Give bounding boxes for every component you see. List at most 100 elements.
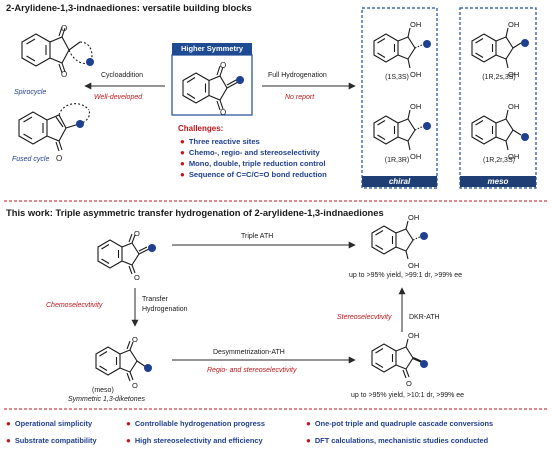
chiral-top-config: (1S,3S)	[385, 74, 409, 81]
triple-ath-result: up to >95% yield, >99:1 dr, >99% ee	[349, 272, 463, 279]
oh-bond	[505, 140, 509, 151]
chemoselectivity-label: Chemoselecvtivity	[46, 302, 103, 309]
carbonyl-bond	[131, 264, 136, 274]
double-bond	[23, 133, 33, 140]
oh-bond	[407, 58, 411, 69]
oh-bond	[505, 58, 509, 69]
triple-ath-label: Triple ATH	[241, 233, 274, 240]
carbonyl-bond	[216, 100, 221, 111]
hydroxyl-label: OH	[410, 20, 421, 29]
meso-bottom-config: (1R,2r,3S)	[483, 157, 515, 164]
double-bond	[26, 55, 36, 62]
exocyclic-bond	[138, 248, 150, 255]
double-bond	[475, 38, 484, 44]
double-bond	[375, 244, 384, 250]
double-bond	[99, 351, 108, 357]
ch2-bond	[136, 360, 147, 368]
meso-label: meso	[460, 176, 536, 187]
five-ring	[49, 36, 70, 64]
chiral-box	[361, 7, 438, 189]
substrate-structure	[97, 233, 150, 275]
hydroxyl-label: OH	[410, 70, 421, 79]
oxygen-label: O	[61, 24, 67, 33]
carbonyl-bond	[58, 140, 63, 151]
five-ring	[495, 118, 514, 142]
diol-structure	[373, 109, 425, 151]
oh-bond	[505, 109, 509, 120]
aryl-dot	[521, 39, 529, 47]
feature-item: Controllable hydrogenation progress	[126, 419, 265, 428]
double-bond	[375, 230, 384, 236]
double-bond	[99, 365, 108, 371]
carbonyl-bond	[128, 265, 133, 275]
hydroxyl-label: OH	[408, 261, 419, 270]
hydroxyketone-structure	[371, 338, 423, 379]
carbonyl-bond	[219, 99, 224, 110]
carbonyl-bond	[126, 340, 131, 350]
oxygen-label: O	[220, 61, 226, 70]
five-ring	[208, 75, 228, 101]
hydroxyl-label: OH	[508, 20, 519, 29]
double-bond	[23, 116, 33, 123]
hydroxyl-label: OH	[508, 152, 519, 161]
hydrogenation-label: Hydrogenation	[142, 306, 188, 313]
five-ring	[121, 242, 140, 266]
aryl-dot	[423, 40, 431, 48]
challenge-item: Three reactive sites	[180, 136, 327, 147]
double-bond	[375, 348, 384, 354]
five-ring	[397, 36, 416, 60]
oh-bond	[405, 338, 409, 348]
exocyclic-bond	[226, 81, 239, 89]
double-bond	[186, 93, 196, 99]
dkr-ath-label: DKR-ATH	[409, 314, 440, 321]
oh-bond	[405, 250, 409, 260]
diol-structure	[471, 109, 522, 151]
oxygen-label: O	[134, 273, 140, 282]
this-work-title: This work: Triple asymmetric transfer hy…	[6, 207, 384, 218]
carbonyl-bond	[129, 341, 134, 351]
dashed-ring	[68, 49, 92, 65]
diol-structure	[471, 27, 522, 69]
meso-tag: (meso)	[92, 387, 114, 394]
carbonyl-bond	[405, 368, 410, 378]
oxygen-label: O	[134, 229, 140, 238]
meso-top-config: (1R,2s,3S)	[482, 74, 516, 81]
carbonyl-bond	[58, 26, 63, 37]
double-bond	[101, 258, 110, 264]
double-bond	[475, 52, 484, 58]
aryl-dot	[420, 360, 428, 368]
higher-symmetry-label: Higher Symmetry	[172, 43, 252, 55]
challenge-item: Sequence of C=C/C=O bond reduction	[180, 169, 327, 180]
carbonyl-bond	[58, 63, 63, 74]
aryl-bond	[512, 129, 522, 136]
oh-bond	[405, 220, 409, 230]
spirocycle-structure	[21, 26, 93, 74]
double-bond	[186, 77, 196, 83]
chiral-label: chiral	[362, 176, 437, 187]
aryl-dot	[521, 133, 529, 141]
challenges-list: Three reactive sites Chemo-, regio- and …	[180, 136, 327, 180]
carbonyl-bond	[216, 65, 221, 76]
aryl-dot	[86, 58, 94, 66]
double-bond	[475, 134, 484, 140]
feature-item: One-pot triple and quadruple cascade con…	[306, 419, 493, 428]
chiral-bottom-config: (1R,3R)	[384, 157, 410, 164]
diol-structure	[373, 27, 425, 69]
oxygen-label: O	[56, 154, 62, 163]
aryl-dot	[148, 244, 156, 252]
header-title: 2-Arylidene-1,3-indnaediones: versatile …	[6, 2, 252, 13]
oh-bond	[407, 140, 411, 151]
exocyclic-bond	[138, 246, 148, 252]
double-bond	[375, 362, 384, 368]
oxygen-label: O	[132, 335, 138, 344]
feature-item: Operational simplicity	[6, 419, 92, 428]
challenges-title: Challenges:	[178, 124, 224, 133]
hydroxyl-label: OH	[410, 102, 421, 111]
hydroxyl-label: OH	[508, 102, 519, 111]
five-ring	[119, 349, 138, 373]
double-bond	[377, 120, 386, 126]
transfer-label: Transfer	[142, 296, 168, 303]
challenge-item: Mono, double, triple reduction control	[180, 158, 327, 169]
feature-item: High stereoselectivity and efficiency	[126, 436, 263, 445]
double-bond	[26, 38, 36, 45]
